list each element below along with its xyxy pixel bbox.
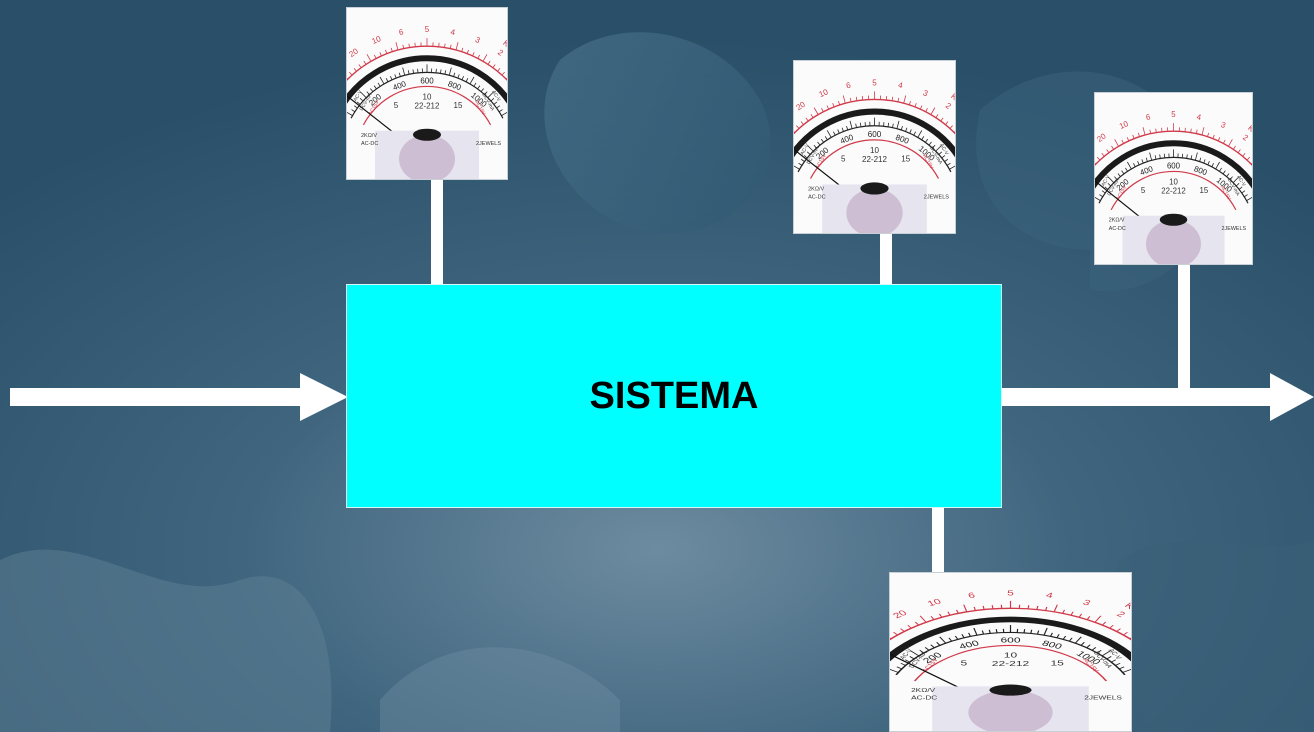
- meter-jewels-label: 2JEWELS: [1084, 696, 1122, 701]
- meter-face: 1005020106543210K OHMS200400600800100051…: [347, 8, 507, 179]
- red-scale-label: 10: [870, 146, 879, 155]
- meter-image-4: 1005020106543210K OHMS200400600800100051…: [889, 572, 1132, 732]
- meter-right-label: AC-V: [1236, 174, 1247, 188]
- meter-mode-label: AC-DC: [361, 141, 378, 147]
- main-scale-label: 600: [1000, 637, 1021, 645]
- meter-mode-label: AC-DC: [1109, 226, 1126, 232]
- meter-mode-label: AC-DC: [808, 195, 825, 201]
- ohms-scale-label: 3: [1219, 120, 1227, 130]
- ohms-scale-label: 6: [845, 80, 852, 90]
- meter-sensitivity-label: 2KΩ/V: [361, 133, 377, 139]
- main-scale-label: 800: [894, 133, 910, 146]
- ohms-scale-label: 6: [398, 27, 405, 37]
- ohms-scale-label: 4: [897, 81, 904, 91]
- ohms-scale-label: 3: [1081, 599, 1093, 608]
- input-arrow: [10, 373, 348, 421]
- main-scale-label: 600: [868, 130, 882, 139]
- ohms-scale-label: 6: [967, 591, 977, 600]
- ohms-scale-label: 20: [891, 609, 910, 621]
- ohms-scale-label: 4: [450, 27, 457, 37]
- meter-image-1: 1005020106543210K OHMS200400600800100051…: [346, 7, 508, 180]
- ohms-scale-label: 3: [922, 88, 930, 98]
- meter-right-label: AC-V: [938, 143, 949, 157]
- ohms-scale-label: 10: [1118, 119, 1130, 131]
- main-scale-label: 600: [1167, 161, 1181, 170]
- meter-model-label: 22-212: [415, 102, 440, 111]
- ohms-scale-label: 10: [818, 87, 830, 99]
- meter-model-label: 22-212: [862, 155, 888, 164]
- ohms-scale-label: 2: [944, 101, 953, 111]
- red-scale-label: 10: [1169, 177, 1178, 186]
- red-scale-label: 5: [841, 154, 846, 163]
- main-scale-label: 800: [1040, 639, 1064, 651]
- meter-image-3: 1005020106543210K OHMS200400600800100051…: [1094, 92, 1253, 265]
- meter-model-label: 22-212: [1161, 187, 1186, 196]
- main-scale-label: 800: [1193, 164, 1209, 177]
- meter-connector-4: [932, 508, 944, 574]
- ohms-scale-label: 3: [474, 35, 482, 45]
- red-scale-label: 15: [901, 154, 910, 163]
- meter-face: 1005020106543210K OHMS200400600800100051…: [794, 61, 955, 233]
- ohms-scale-label: 2: [496, 48, 505, 58]
- meter-jewels-label: 2JEWELS: [1222, 226, 1247, 232]
- system-block: SISTEMA: [346, 284, 1002, 508]
- red-scale-label: 10: [1004, 652, 1018, 660]
- system-label: SISTEMA: [589, 374, 759, 417]
- meter-sensitivity-label: 2KΩ/V: [808, 186, 824, 192]
- meter-left-label: AC-V: [800, 142, 811, 156]
- meter-model-label: 22-212: [992, 660, 1030, 668]
- red-scale-label: 5: [1141, 186, 1146, 195]
- ohms-scale-label: 2: [1114, 610, 1127, 619]
- red-scale-label: 10: [423, 93, 432, 102]
- ohms-scale-label: 10: [926, 598, 944, 609]
- ohms-scale-label: 4: [1045, 591, 1055, 600]
- meter-connector-1: [431, 178, 443, 286]
- red-scale-label: 5: [960, 659, 967, 667]
- meter-connector-2: [880, 232, 892, 286]
- meter-face: 1005020106543210K OHMS200400600800100051…: [1095, 93, 1252, 264]
- meter-jewels-label: 2JEWELS: [924, 195, 949, 201]
- red-scale-label: 15: [454, 101, 463, 110]
- ohms-scale-label: 10: [371, 34, 383, 46]
- meter-right-label: AC-V: [490, 89, 501, 103]
- meter-sensitivity-label: 2KΩ/V: [911, 688, 936, 693]
- ohms-scale-label: 2: [1241, 133, 1250, 143]
- meter-connector-3: [1178, 264, 1190, 390]
- ohms-scale-label: 5: [1171, 110, 1176, 119]
- ohms-scale-label: 4: [1196, 112, 1203, 122]
- ohms-scale-label: 6: [1145, 112, 1152, 122]
- meter-mode-label: AC-DC: [911, 696, 937, 701]
- meter-image-2: 1005020106543210K OHMS200400600800100051…: [793, 60, 956, 234]
- main-scale-label: 400: [958, 639, 982, 651]
- meter-face: 1005020106543210K OHMS200400600800100051…: [890, 573, 1131, 731]
- meter-jewels-label: 2JEWELS: [476, 141, 501, 147]
- main-scale-label: 800: [447, 79, 463, 92]
- meter-left-label: AC-V: [353, 89, 364, 103]
- main-scale-label: 400: [392, 79, 408, 92]
- red-scale-label: 5: [394, 101, 399, 110]
- red-scale-label: 15: [1050, 659, 1064, 667]
- meter-sensitivity-label: 2KΩ/V: [1109, 218, 1125, 224]
- meter-left-label: AC-V: [1100, 174, 1111, 188]
- main-scale-label: 400: [1139, 164, 1155, 177]
- ohms-scale-label: 5: [425, 25, 430, 34]
- main-scale-label: 400: [839, 133, 855, 146]
- ohms-scale-label: 5: [872, 78, 877, 87]
- main-scale-label: 600: [420, 76, 434, 85]
- red-scale-label: 15: [1200, 186, 1209, 195]
- output-arrow: [1000, 373, 1314, 421]
- ohms-scale-label: 5: [1007, 589, 1014, 597]
